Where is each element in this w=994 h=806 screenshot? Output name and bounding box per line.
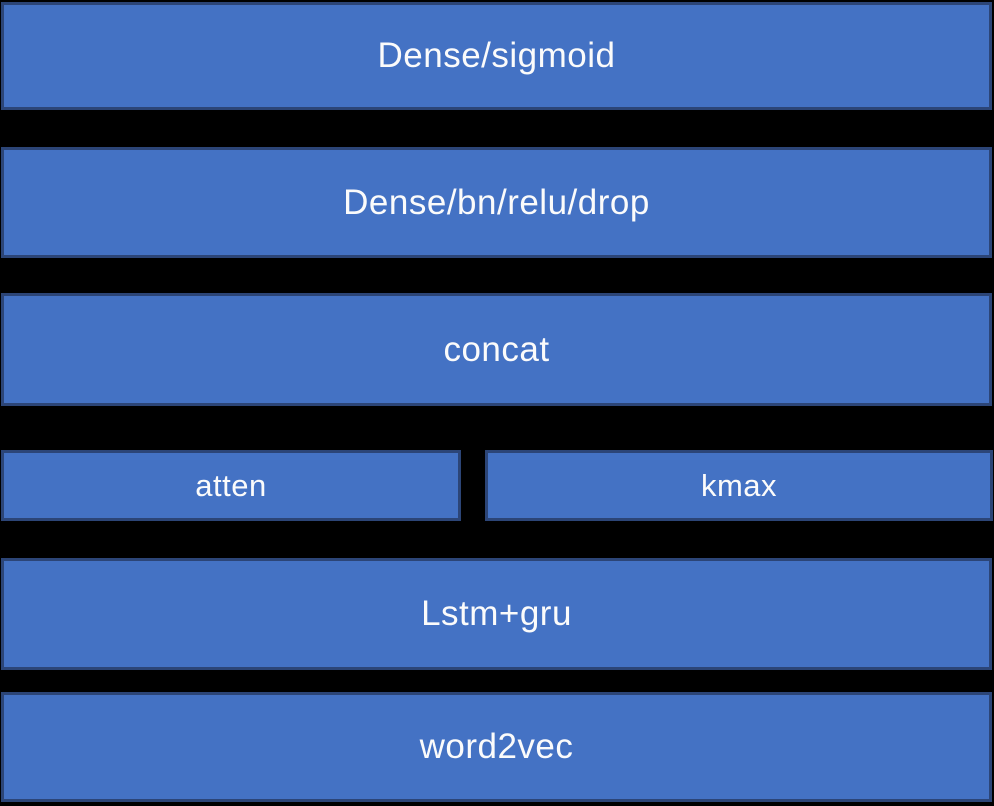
box-dense-bn-relu-drop: Dense/bn/relu/drop <box>1 147 992 258</box>
box-dense-bn-relu-drop-label: Dense/bn/relu/drop <box>343 182 650 222</box>
box-concat: concat <box>1 293 992 406</box>
box-word2vec: word2vec <box>1 692 992 802</box>
box-atten: atten <box>1 450 461 521</box>
box-word2vec-label: word2vec <box>419 727 574 766</box>
box-lstm-gru: Lstm+gru <box>1 558 992 670</box>
box-kmax: kmax <box>485 450 993 521</box>
box-dense-sigmoid: Dense/sigmoid <box>1 2 992 110</box>
box-kmax-label: kmax <box>700 467 778 503</box>
box-atten-label: atten <box>195 467 267 503</box>
box-dense-sigmoid-label: Dense/sigmoid <box>377 36 616 75</box>
box-concat-label: concat <box>443 329 550 369</box>
box-lstm-gru-label: Lstm+gru <box>421 594 572 633</box>
